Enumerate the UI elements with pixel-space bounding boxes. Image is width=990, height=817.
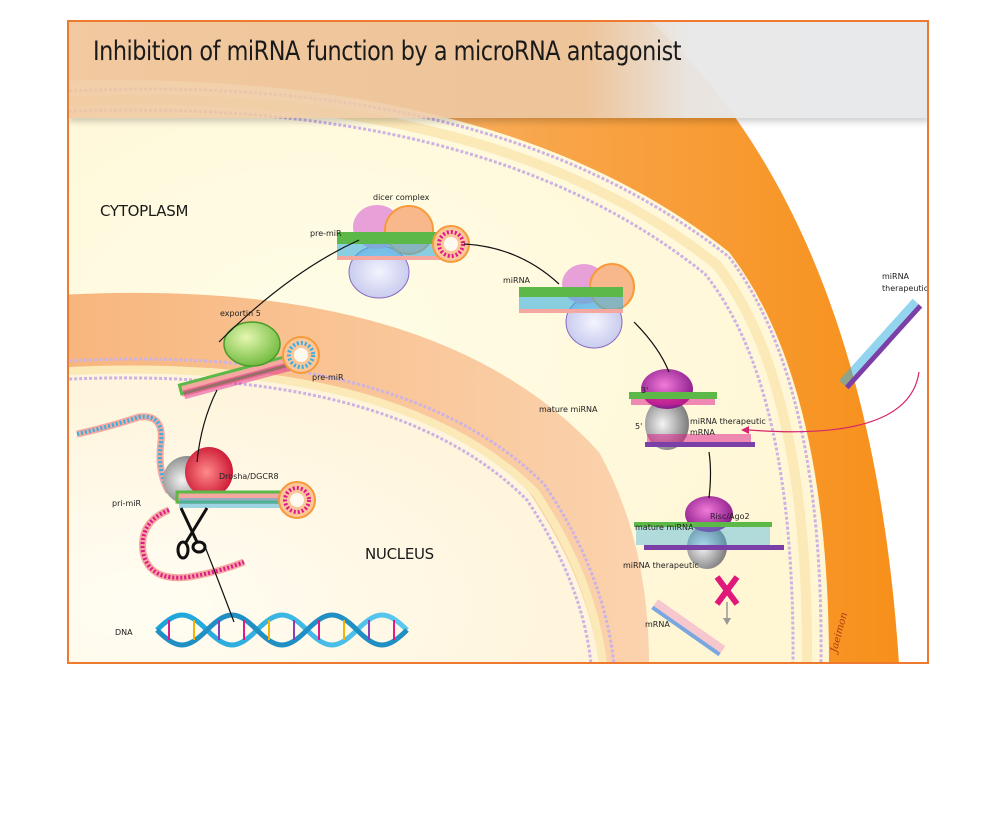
pre-mir-label-export: pre-miR bbox=[312, 373, 344, 382]
nuclear-membrane-core bbox=[69, 365, 607, 662]
dna-helix bbox=[155, 612, 409, 648]
five-prime-label: 5' bbox=[635, 422, 643, 431]
diagram-title: Inhibition of miRNA function by a microR… bbox=[93, 36, 682, 67]
therapeutic-label-line1: miRNA bbox=[882, 272, 910, 281]
mrna-label: mRNA bbox=[645, 620, 670, 629]
mirna-therapeutic-molecule bbox=[839, 298, 923, 390]
mature-mirna-label-2: mature miRNA bbox=[635, 523, 694, 532]
nuclear-membrane-outer bbox=[69, 357, 616, 662]
pri-mir-hairpin bbox=[175, 481, 316, 519]
exportin-label: exportin 5 bbox=[220, 309, 261, 318]
diagram-canvas bbox=[69, 22, 927, 662]
therapeutic-entry-arrow bbox=[748, 371, 920, 433]
therapeutic-arrowhead bbox=[741, 426, 749, 434]
cytoplasm-label: CYTOPLASM bbox=[100, 202, 189, 220]
mrna-strand bbox=[651, 599, 726, 657]
pathway-arrows bbox=[196, 239, 712, 623]
risc-label: Risc/Ago2 bbox=[710, 512, 750, 521]
pre-mir-label-top: pre-miR bbox=[310, 229, 342, 238]
exportin-complex bbox=[177, 321, 320, 400]
therapeutic-bound-label: miRNA therapeutic bbox=[623, 561, 699, 570]
nuclear-membrane-inner bbox=[69, 376, 593, 662]
dicer-complex-label: dicer complex bbox=[373, 193, 430, 202]
diagram-frame: Inhibition of miRNA function by a microR… bbox=[67, 20, 929, 664]
inhibition-x-icon bbox=[714, 575, 740, 625]
mirna-dicer-stage bbox=[519, 263, 635, 349]
therapeutic-mrna-duplex bbox=[645, 434, 755, 447]
mature-mirna-label-1: mature miRNA bbox=[539, 405, 598, 414]
pri-mir-label: pri-miR bbox=[112, 499, 142, 508]
drosha-label: Drosha/DGCR8 bbox=[219, 472, 279, 481]
three-prime-label: 3' bbox=[641, 386, 649, 395]
title-bar: Inhibition of miRNA function by a microR… bbox=[69, 22, 927, 118]
therapeutic-label-line2: therapeutic bbox=[882, 284, 929, 293]
mirna-label: miRNA bbox=[503, 276, 531, 285]
therapeutic-mrna-label-2: mRNA bbox=[690, 428, 715, 437]
nucleus-region bbox=[69, 369, 599, 662]
therapeutic-mrna-label-1: miRNA therapeutic bbox=[690, 417, 766, 426]
risc-ago2-complex bbox=[634, 496, 784, 569]
dna-label: DNA bbox=[115, 628, 133, 637]
nucleus-label: NUCLEUS bbox=[365, 545, 434, 563]
dicer-complex bbox=[337, 205, 470, 299]
